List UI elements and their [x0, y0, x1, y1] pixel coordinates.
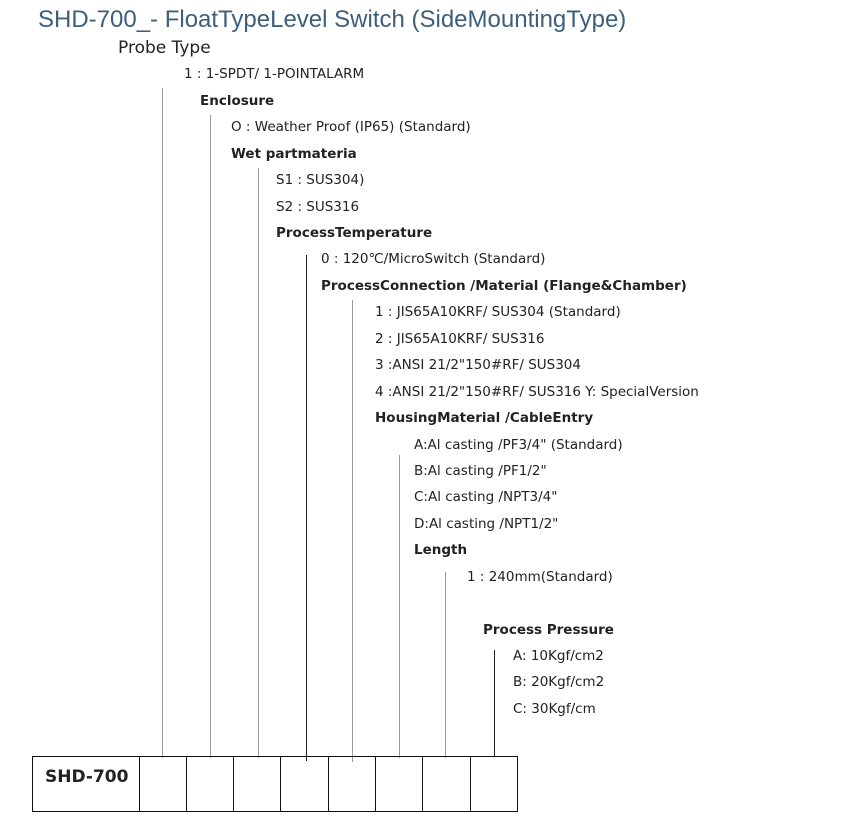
process-temperature-heading: ProcessTemperature	[276, 225, 433, 241]
housing-option: B:Al casting /PF1/2"	[414, 463, 547, 479]
code-cell-pressure	[469, 757, 517, 811]
housing-option: A:Al casting /PF3/4" (Standard)	[414, 437, 623, 453]
housing-option: D:Al casting /NPT1/2"	[414, 516, 559, 532]
enclosure-option: O : Weather Proof (IP65) (Standard)	[231, 119, 471, 135]
code-cell-housing	[375, 757, 422, 811]
process-connection-option: 3 :ANSI 21/2"150#RF/ SUS304	[375, 357, 581, 373]
probe-type-heading: Probe Type	[118, 38, 211, 58]
process-connection-option: 2 : JIS65A10KRF/ SUS316	[375, 331, 545, 347]
wet-part-heading: Wet partmateria	[231, 146, 357, 162]
connector-line	[258, 168, 259, 758]
page-title: SHD-700_- FloatTypeLevel Switch (SideMou…	[38, 6, 627, 33]
connector-line	[494, 650, 495, 756]
process-pressure-heading: Process Pressure	[483, 622, 614, 638]
process-pressure-option: C: 30Kgf/cm	[513, 701, 596, 717]
process-connection-heading: ProcessConnection /Material (Flange&Cham…	[321, 278, 687, 294]
code-cell-wet-part	[233, 757, 280, 811]
housing-option: C:Al casting /NPT3/4"	[414, 489, 558, 505]
wet-part-option: S2 : SUS316	[276, 199, 360, 215]
code-cell-enclosure	[185, 757, 233, 811]
connector-line	[162, 88, 163, 758]
model-code-box: SHD-700	[32, 756, 518, 812]
probe-type-option: 1 : 1-SPDT/ 1-POINTALARM	[184, 66, 365, 82]
code-cell-temperature	[280, 757, 327, 811]
enclosure-heading: Enclosure	[200, 93, 275, 109]
code-cell-probe-type	[138, 757, 186, 811]
length-option: 1 : 240mm(Standard)	[467, 569, 613, 585]
process-temperature-option: 0 : 120℃/MicroSwitch (Standard)	[321, 251, 546, 267]
connector-line	[352, 300, 353, 762]
connector-line	[306, 255, 307, 761]
code-cell-connection	[327, 757, 375, 811]
connector-line	[210, 115, 211, 758]
connector-line	[399, 455, 400, 758]
length-heading: Length	[414, 542, 468, 558]
code-cell-length	[422, 757, 469, 811]
process-connection-option: 4 :ANSI 21/2"150#RF/ SUS316 Y: SpecialVe…	[375, 384, 699, 400]
model-code-label: SHD-700	[45, 767, 129, 787]
process-pressure-option: B: 20Kgf/cm2	[513, 674, 605, 690]
housing-heading: HousingMaterial /CableEntry	[375, 410, 594, 426]
process-connection-option: 1 : JIS65A10KRF/ SUS304 (Standard)	[375, 304, 621, 320]
process-pressure-option: A: 10Kgf/cm2	[513, 648, 604, 664]
wet-part-option: S1 : SUS304)	[276, 172, 365, 188]
connector-line	[445, 572, 446, 758]
